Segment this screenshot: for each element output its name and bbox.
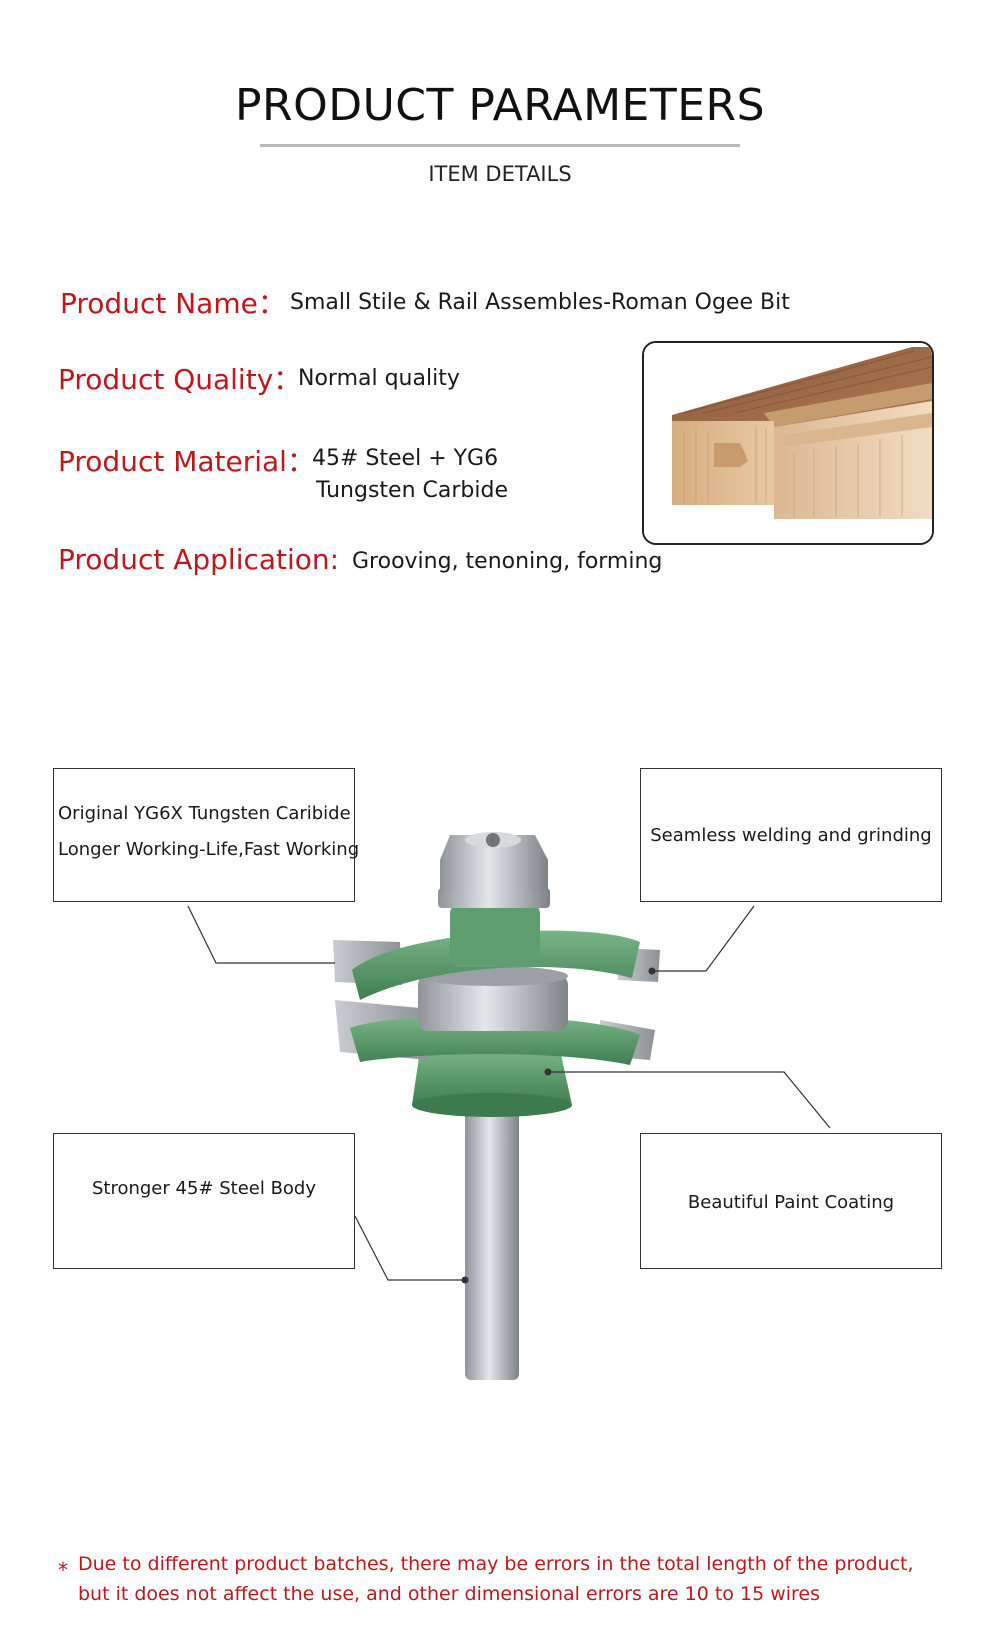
router-bit-diagram xyxy=(187,832,831,1380)
callout-welding: Seamless welding and grinding xyxy=(640,768,942,902)
product-quality-label: Product Quality： xyxy=(58,363,302,396)
leader-line-carbide xyxy=(187,905,335,964)
hex-nut xyxy=(440,835,548,890)
product-material-label: Product Material： xyxy=(58,445,315,478)
callout-welding-text: Seamless welding and grinding xyxy=(650,825,932,846)
title-divider xyxy=(260,144,740,147)
bearing xyxy=(418,975,568,1031)
product-application-label: Product Application: xyxy=(58,543,340,576)
callout-paint-text: Beautiful Paint Coating xyxy=(687,1192,895,1213)
product-application-value: Grooving, tenoning, forming xyxy=(352,549,663,574)
note-star: * xyxy=(58,1558,68,1582)
washer xyxy=(438,888,550,908)
product-name-value: Small Stile & Rail Assembles-Roman Ogee … xyxy=(290,290,790,315)
callout-paint: Beautiful Paint Coating xyxy=(640,1133,942,1269)
product-material-value-line1: 45# Steel + YG6 xyxy=(312,446,499,471)
product-quality-value: Normal quality xyxy=(298,366,460,391)
lower-body xyxy=(412,1050,572,1105)
leader-line-paint xyxy=(548,1071,831,1129)
shank xyxy=(465,1090,519,1380)
page-title: PRODUCT PARAMETERS xyxy=(234,80,766,131)
wood-joint-photo xyxy=(642,341,934,545)
note-line1: Due to different product batches, there … xyxy=(78,1553,914,1575)
product-name-label: Product Name： xyxy=(60,287,286,320)
callout-steel-body: Stronger 45# Steel Body xyxy=(53,1133,355,1269)
leader-line-welding xyxy=(652,905,755,972)
callout-carbide: Original YG6X Tungsten Caribide Longer W… xyxy=(53,768,359,902)
product-material-value-line2: Tungsten Carbide xyxy=(316,478,508,503)
callout-carbide-line1: Original YG6X Tungsten Caribide xyxy=(58,803,351,824)
callout-carbide-line2: Longer Working-Life,Fast Working xyxy=(58,839,360,860)
callout-steel-body-text: Stronger 45# Steel Body xyxy=(91,1178,317,1199)
note-line2: but it does not affect the use, and othe… xyxy=(78,1583,820,1605)
wood-joint-illustration xyxy=(644,343,932,543)
leader-line-steel-body xyxy=(354,1215,465,1281)
section-subtitle: ITEM DETAILS xyxy=(428,162,572,186)
